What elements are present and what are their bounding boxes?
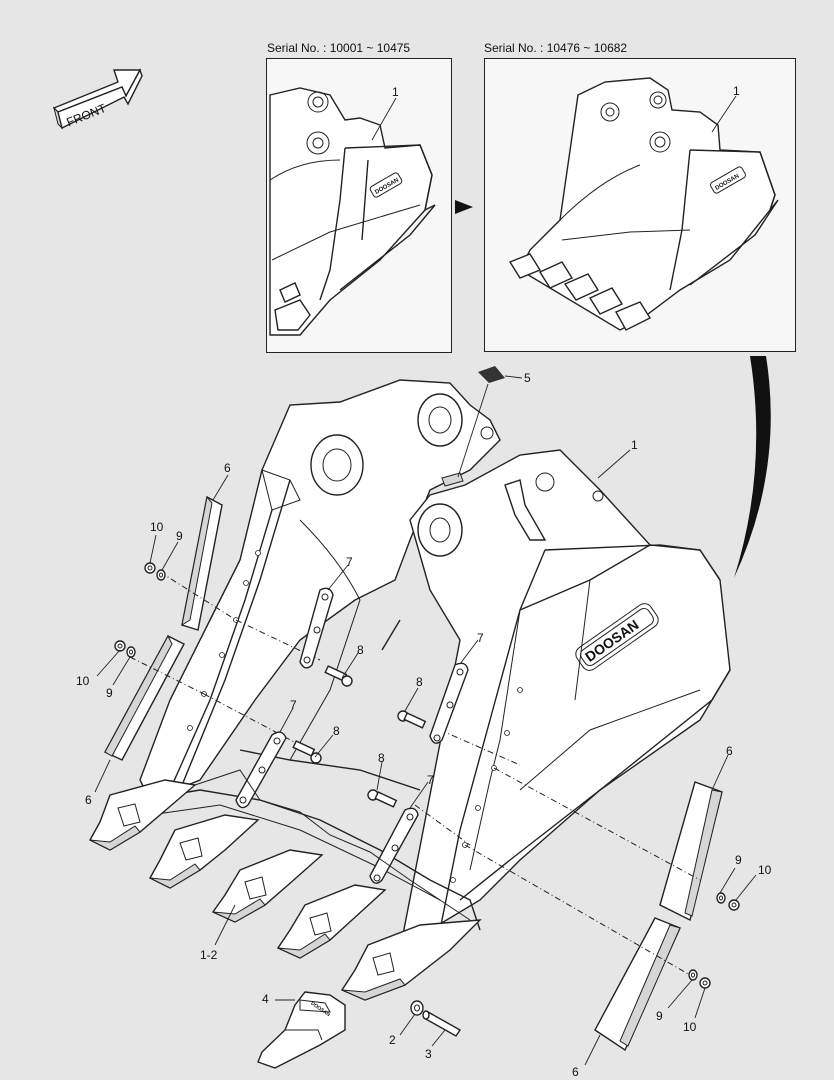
inset-left-bucket: DOOSAN 1 xyxy=(269,85,436,336)
callout-10-mid-right: 10 xyxy=(758,863,772,877)
side-cutter-mid-left xyxy=(104,634,185,761)
serial-caption-left: Serial No. : 10001 ~ 10475 xyxy=(267,41,411,55)
callout-2: 2 xyxy=(389,1033,396,1047)
callout-4: 4 xyxy=(262,992,269,1006)
callout-9-bottom-right: 9 xyxy=(656,1009,663,1023)
nut-washer-set-mr xyxy=(716,892,740,911)
front-arrow-icon: FRONT xyxy=(52,68,143,130)
callout-leaders xyxy=(94,474,757,1066)
callout-9-top-left: 9 xyxy=(176,529,183,543)
bolt-holes xyxy=(187,550,523,883)
side-cutter-mid-right xyxy=(659,781,723,922)
view-arc xyxy=(734,356,771,578)
callout-inset-left-1: 1 xyxy=(392,85,399,99)
link-plate-b xyxy=(235,731,287,809)
callout-1-2: 1-2 xyxy=(200,948,218,962)
tooth-4 xyxy=(276,884,387,959)
tooth-3 xyxy=(211,849,324,923)
callout-7-d: 7 xyxy=(427,773,434,787)
bolt-d xyxy=(367,789,398,808)
tooth-point-4: DOOSAN xyxy=(257,991,346,1069)
link-plate-c xyxy=(429,662,469,744)
bolt-a xyxy=(324,665,353,687)
lock-washer-2 xyxy=(410,1000,424,1016)
arrow-right-icon xyxy=(455,200,473,214)
callout-7-a: 7 xyxy=(346,555,353,569)
callout-5: 5 xyxy=(524,371,531,385)
inset-right-bucket: DOOSAN 1 xyxy=(508,77,779,331)
tooth-5 xyxy=(340,919,482,1001)
side-cutter-bottom-right xyxy=(594,917,681,1052)
callout-8-d: 8 xyxy=(378,751,385,765)
callout-10-top-left: 10 xyxy=(150,520,164,534)
bolt-c xyxy=(397,710,427,729)
link-plate-a xyxy=(299,587,334,669)
nut-washer-set-tl xyxy=(144,562,166,581)
nut-washer-set-ml xyxy=(114,640,136,658)
callout-inset-right-1: 1 xyxy=(733,84,740,98)
callout-6-bottom-right: 6 xyxy=(572,1065,579,1079)
main-bucket: DOOSAN xyxy=(139,366,731,952)
tooth-2 xyxy=(149,814,260,889)
decal-plate xyxy=(478,366,505,383)
callout-8-c: 8 xyxy=(416,675,423,689)
callout-7-b: 7 xyxy=(290,698,297,712)
bolt-b xyxy=(292,740,322,764)
callout-6-mid-left: 6 xyxy=(85,793,92,807)
tooth-1 xyxy=(89,779,197,851)
callout-10-mid-left: 10 xyxy=(76,674,90,688)
assembly-lines xyxy=(129,571,701,976)
callout-10-bottom-right: 10 xyxy=(683,1020,697,1034)
callout-8-b: 8 xyxy=(333,724,340,738)
callout-main-1: 1 xyxy=(631,438,638,452)
serial-caption-right: Serial No. : 10476 ~ 10682 xyxy=(484,41,628,55)
callout-3: 3 xyxy=(425,1047,432,1061)
tooth-pin-3 xyxy=(422,1010,462,1037)
link-plate-d xyxy=(369,807,419,884)
nut-washer-set-br xyxy=(688,969,711,989)
callout-6-mid-right: 6 xyxy=(726,744,733,758)
side-cutter-top-left xyxy=(181,495,223,631)
callout-6-top-left: 6 xyxy=(224,461,231,475)
tooth-adapter-lip xyxy=(194,769,471,921)
callout-8-a: 8 xyxy=(357,643,364,657)
callout-9-mid-right: 9 xyxy=(735,853,742,867)
callout-9-mid-left: 9 xyxy=(106,686,113,700)
callout-7-c: 7 xyxy=(477,631,484,645)
